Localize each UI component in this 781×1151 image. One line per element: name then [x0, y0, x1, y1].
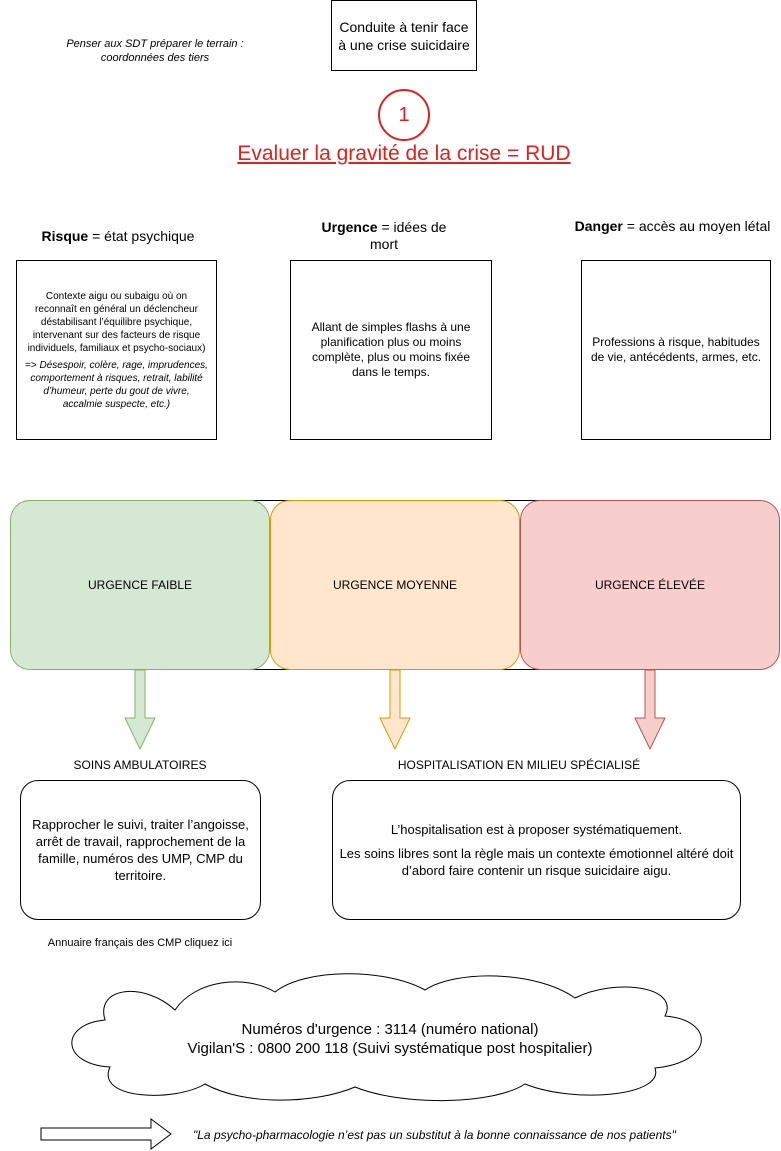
arrow-right-icon	[40, 1118, 172, 1150]
ambulatory-care-text: Rapprocher le suivi, traiter l’angoisse,…	[32, 817, 249, 883]
criterion-risque-examples: => Désespoir, colère, rage, imprudences,…	[25, 359, 208, 411]
criterion-urgence-key: Urgence	[321, 219, 378, 235]
arrow-prefix: =>	[25, 359, 40, 371]
criterion-urgence-text: Allant de simples flashs à une planifica…	[311, 320, 471, 379]
urgency-low-zone: URGENCE FAIBLE	[10, 500, 270, 670]
emergency-number-vigilans: Vigilan'S : 0800 200 118 (Suivi systémat…	[187, 1040, 593, 1057]
criterion-risque-rest: = état psychique	[88, 228, 195, 244]
step-title: Evaluer la gravité de la crise = RUD	[237, 142, 571, 165]
urgency-medium-zone: URGENCE MOYENNE	[270, 500, 520, 670]
urgency-high-label: URGENCE ÉLEVÉE	[594, 578, 706, 592]
cmp-directory-link[interactable]: Annuaire français des CMP cliquez ici	[47, 937, 233, 949]
ambulatory-care-box: Rapprocher le suivi, traiter l’angoisse,…	[20, 780, 261, 920]
emergency-number-national: Numéros d'urgence : 3114 (numéro nationa…	[241, 1021, 539, 1038]
criterion-risque-text: Contexte aigu ou subaigu où on reconnaît…	[27, 290, 206, 354]
emergency-cloud-shape	[71, 973, 702, 1102]
hospital-care-box: L’hospitalisation est à proposer systéma…	[332, 780, 741, 920]
criterion-risque-examples-text: Désespoir, colère, rage, imprudences, co…	[30, 359, 208, 410]
sdt-note-line1: Penser aux SDT préparer le terrain :	[66, 38, 244, 50]
criterion-urgence-rest: = idées de mort	[370, 219, 447, 252]
sdt-note-line2: coordonnées des tiers	[100, 52, 210, 64]
criterion-risque-box: Contexte aigu ou subaigu où on reconnaît…	[16, 260, 217, 440]
criterion-urgence-box: Allant de simples flashs à une planifica…	[290, 260, 492, 440]
emergency-numbers: Numéros d'urgence : 3114 (numéro nationa…	[60, 1020, 720, 1058]
criterion-risque-heading: Risque = état psychique	[18, 228, 218, 244]
arrow-down-medium-icon	[379, 669, 411, 751]
hospital-care-text-2: Les soins libres sont la règle mais un c…	[339, 846, 734, 878]
criterion-danger-text: Professions à risque, habitudes de vie, …	[590, 335, 762, 364]
ambulatory-care-label: SOINS AMBULATOIRES	[73, 758, 207, 772]
criterion-danger-key: Danger	[574, 218, 623, 234]
urgency-medium-label: URGENCE MOYENNE	[332, 578, 457, 592]
title-line1: Conduite à tenir face	[339, 18, 469, 35]
arrow-down-high-icon	[634, 669, 666, 751]
step-number: 1	[398, 103, 410, 126]
urgency-low-label: URGENCE FAIBLE	[87, 578, 193, 592]
hospital-care-label: HOSPITALISATION EN MILIEU SPÉCIALISÉ	[397, 758, 641, 772]
title-box: Conduite à tenir face à une crise suicid…	[331, 0, 477, 71]
urgency-high-zone: URGENCE ÉLEVÉE	[520, 500, 780, 670]
title-line2: à une crise suicidaire	[338, 36, 470, 53]
hospital-care-text-1: L’hospitalisation est à proposer systéma…	[390, 822, 683, 837]
footer-quote: "La psycho-pharmacologie n’est pas un su…	[193, 1128, 676, 1142]
criterion-danger-heading: Danger = accès au moyen létal	[565, 218, 780, 234]
criterion-danger-box: Professions à risque, habitudes de vie, …	[581, 260, 771, 440]
criterion-urgence-heading: Urgence = idées de mort	[314, 219, 454, 253]
criterion-danger-rest: = accès au moyen létal	[622, 218, 771, 234]
criterion-risque-key: Risque	[41, 228, 89, 244]
arrow-down-low-icon	[124, 669, 156, 751]
step-number-circle: 1	[378, 89, 430, 141]
sdt-note: Penser aux SDT préparer le terrain : coo…	[30, 37, 280, 65]
